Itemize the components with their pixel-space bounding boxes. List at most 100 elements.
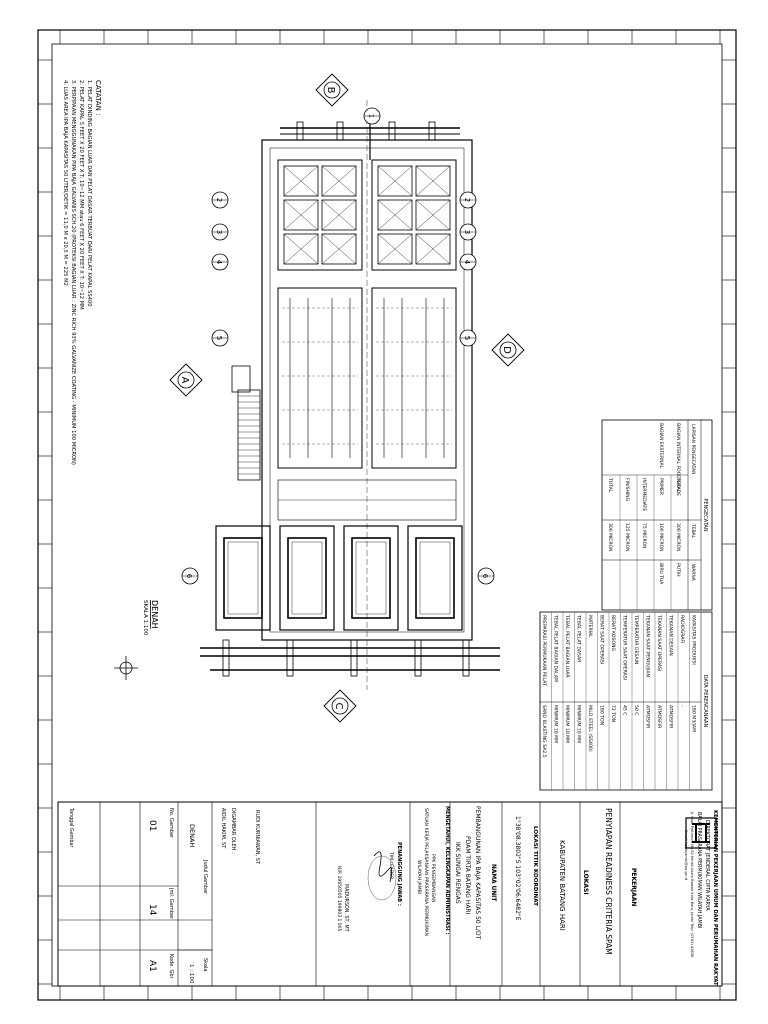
svg-text:D: D xyxy=(501,346,512,354)
unit-name-label: NAMA UNIT xyxy=(490,864,496,901)
valve xyxy=(388,121,396,141)
sheet-inner-border xyxy=(51,43,723,987)
design-row-label: KAPASITAS PRODUKSI xyxy=(691,615,697,665)
filter-cell xyxy=(377,165,413,197)
location-value: KABUPATEN BATANG HARI xyxy=(558,840,566,931)
design-row-label: TEKANAN SAAT PENGUJIAN xyxy=(645,614,651,677)
official-stamp xyxy=(367,855,397,901)
design-row-value: MINIMUM 10 MM xyxy=(576,705,582,743)
responsible-name: RUDI KURNIAWAN, ST xyxy=(254,810,260,865)
filter-unit-right xyxy=(371,159,457,271)
stairs xyxy=(237,389,261,481)
design-row-value: ATMOSFIR xyxy=(645,705,651,729)
coating-row-thickness: 100 MICRON xyxy=(658,523,664,551)
approval-nip: NIP. 19650505 199803 1 005 xyxy=(336,866,342,932)
design-row-value: MILD STEEL (SS400) xyxy=(587,705,593,752)
coating-table-header: PENGECATAN xyxy=(702,498,708,532)
valve xyxy=(462,639,470,677)
design-row-value: MINIMUM 10 MM xyxy=(564,705,570,743)
design-row-value: 180 M3/JAM xyxy=(691,705,697,732)
pipe-marker-4: 4 xyxy=(211,253,229,271)
filter-cell xyxy=(377,233,413,265)
coating-row-color: PUTIH xyxy=(675,563,681,576)
coating-row-sub: TOTAL xyxy=(675,477,681,493)
design-data-table: DATA PERENCANAAN KAPASITAS PRODUKSI 180 M3… xyxy=(539,611,713,791)
design-row-label: MATERIAL xyxy=(587,615,593,638)
drawing-title-label: Judul Gambar xyxy=(202,859,208,895)
unit-email: Email: bppwjambi@pu.go.id xyxy=(684,830,688,880)
flocculator-tank xyxy=(215,525,271,631)
approval-label: MENGETAHUI, KELENGKAPAN ADMINISTRASI : xyxy=(444,806,450,935)
valve xyxy=(414,639,422,677)
scale-label: Skala xyxy=(202,958,208,972)
coating-row-color: BIRU TUA xyxy=(658,563,664,585)
coordinate-label: LOKASI TITIK KOORDINAT xyxy=(532,826,538,906)
drawing-code-label: Kode. Gbr xyxy=(168,954,174,980)
valve xyxy=(222,639,230,677)
work-title: PENYIAPAN READINESS CRITERIA SPAM xyxy=(604,808,613,955)
pipe-marker-4: 4 xyxy=(459,253,477,271)
design-row-label: TEMPERATUR SAAT OPERASI xyxy=(622,614,628,680)
drawing-code-value: A1 xyxy=(147,960,157,972)
project-name-line2: PDAM TIRTA BATANG HARI xyxy=(464,836,471,915)
section-marker-d: D xyxy=(491,333,525,367)
pipe-marker-3: 3 xyxy=(211,223,229,241)
title-block: KEMENTERIAN PEKERJAAN UMUM DAN PERUMAHAN… xyxy=(57,801,723,987)
coating-row-thickness: 75 MICRON xyxy=(641,523,647,549)
pipe-marker-3: 3 xyxy=(459,223,477,241)
flocculator-tank xyxy=(343,525,399,631)
work-label: PEKERJAAN xyxy=(630,868,637,906)
pipe-marker-6: 6 xyxy=(181,567,199,585)
design-table-header: DATA PERENCANAAN xyxy=(702,675,708,728)
svg-text:3: 3 xyxy=(215,230,223,234)
scale-value: 1 : 100 xyxy=(188,964,194,984)
svg-text:2: 2 xyxy=(215,198,223,202)
coating-row-sub: PRIMER xyxy=(658,478,664,495)
ministry-logo xyxy=(685,817,717,849)
svg-text:6: 6 xyxy=(185,574,193,579)
svg-text:A: A xyxy=(179,377,190,384)
svg-text:4: 4 xyxy=(463,260,471,265)
plan-drawing xyxy=(200,100,500,690)
coating-row-thickness: 125 MICRON xyxy=(624,523,630,551)
valve xyxy=(336,121,344,141)
filter-unit-left xyxy=(277,159,363,271)
coating-row-thickness: 300 MICRON xyxy=(675,523,681,551)
note-4: 4. LUAS AREA IPA BAJA KAPASITAS 50 LITER… xyxy=(62,80,68,286)
filter-cell xyxy=(321,233,357,265)
section-marker-c: C xyxy=(323,689,357,723)
design-row-value: MINIMUM 10 MM xyxy=(553,705,559,743)
plan-title-text: DENAH xyxy=(150,600,159,629)
svg-text:5: 5 xyxy=(463,336,471,340)
unit-address: Jl. Kapt Pattimura No.52 Kenali Asam Baw… xyxy=(690,811,694,958)
svg-text:TEBAL: TEBAL xyxy=(690,523,696,539)
design-row-value: 45 C xyxy=(622,705,628,716)
design-row-label: TEKANAN SAAT OPERASI xyxy=(656,614,662,671)
approval-name: MADURSON, ST, MT xyxy=(343,884,349,932)
svg-text:4: 4 xyxy=(215,260,223,265)
sheet-outer-border xyxy=(37,29,737,1001)
unit-name: BALAI PRASARANA PERMUKIMAN WILAYAH JAMBI xyxy=(696,812,702,928)
notes-block: CATATAN : 1. PELAT DINDING BAGIAN LUAR D… xyxy=(62,80,102,465)
filter-cell xyxy=(415,199,451,231)
settling-basin-left xyxy=(277,287,363,469)
note-3: 3. PERPIPAAN MENGGUNAKAN PIPA BAJA GALVA… xyxy=(70,80,76,465)
coating-row-sub: TOTAL xyxy=(607,477,613,493)
border-tick-marks xyxy=(38,30,736,1000)
project-name-line1: PEMBANGUNAN IPA BAJA KAPASITAS 50 L/DT xyxy=(474,806,481,940)
design-row-label: PREPARASI PERMUKAAN PELAT xyxy=(541,615,547,686)
svg-text:C: C xyxy=(333,703,344,710)
filter-cell xyxy=(283,233,319,265)
ministry-name: KEMENTERIAN PEKERJAAN UMUM DAN PERUMAHAN… xyxy=(712,810,718,986)
responsible-label: PENANGGUNG JAWAB : xyxy=(396,842,402,906)
pipe-marker-5: 5 xyxy=(211,329,229,347)
design-row-label: TEKANAN DESAIN xyxy=(668,614,674,656)
design-row-value: 72 TON xyxy=(610,705,616,722)
design-row-value: - xyxy=(679,705,684,707)
svg-text:5: 5 xyxy=(215,336,223,340)
design-row-label: TEBAL PELAT BAGIAN DALAM xyxy=(553,614,559,682)
design-row-value: 180 TON xyxy=(599,705,605,725)
signature-scribble xyxy=(373,851,392,883)
